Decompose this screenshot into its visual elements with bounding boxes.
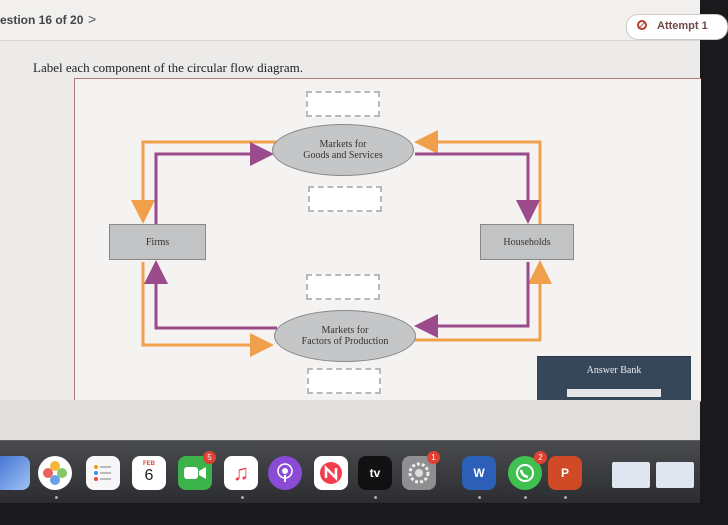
node-line2: Factors of Production bbox=[301, 336, 389, 347]
running-indicator bbox=[374, 496, 377, 499]
question-counter: estion 16 of 20 bbox=[0, 13, 84, 27]
next-question-button[interactable]: > bbox=[88, 11, 97, 27]
bottom-orange-arrow-right bbox=[415, 260, 552, 342]
browser-content: estion 16 of 20 > Attempt 1 Label each c… bbox=[0, 0, 700, 440]
word-icon[interactable]: W bbox=[462, 456, 496, 490]
attempt-icon bbox=[637, 20, 647, 30]
facetime-camera-icon bbox=[184, 467, 206, 479]
question-text: Label each component of the circular flo… bbox=[33, 60, 303, 75]
reminders-icon[interactable] bbox=[86, 456, 120, 490]
bottom-purple-arrow-right bbox=[414, 262, 530, 338]
calendar-icon[interactable]: FEB 6 bbox=[132, 456, 166, 490]
top-purple-arrow-right bbox=[415, 152, 540, 224]
calendar-day: 6 bbox=[144, 467, 154, 484]
whatsapp-badge: 2 bbox=[534, 451, 547, 464]
photos-flower-icon bbox=[43, 461, 67, 485]
attempt-label: Attempt 1 bbox=[657, 20, 708, 32]
tv-text: tv bbox=[369, 466, 381, 480]
bottom-orange-arrow-left bbox=[141, 262, 274, 357]
apple-tv-icon[interactable]: tv bbox=[358, 456, 392, 490]
gear-icon bbox=[408, 462, 430, 484]
apple-tv-label: tv bbox=[370, 466, 381, 480]
calendar-month: FEB bbox=[143, 461, 155, 467]
phone-icon bbox=[516, 464, 534, 482]
running-indicator bbox=[564, 496, 567, 499]
top-orange-arrow-left bbox=[131, 140, 277, 224]
top-orange-arrow-right bbox=[414, 130, 542, 225]
music-note-icon: ♫ bbox=[232, 460, 250, 485]
news-n-icon bbox=[320, 462, 342, 484]
node-line1: Markets for bbox=[321, 325, 369, 336]
reminders-list-icon bbox=[94, 465, 111, 481]
label-dropzone-top[interactable] bbox=[306, 91, 380, 117]
facetime-badge: 5 bbox=[203, 451, 216, 464]
running-indicator bbox=[478, 496, 481, 499]
answer-bank-item[interactable] bbox=[567, 389, 661, 397]
running-indicator bbox=[55, 496, 58, 499]
firms-node: Firms bbox=[109, 224, 206, 260]
question-header: estion 16 of 20 > Attempt 1 bbox=[0, 0, 728, 41]
music-icon[interactable]: ♫ bbox=[224, 456, 258, 490]
settings-badge: 1 bbox=[427, 451, 440, 464]
top-purple-arrow-left bbox=[154, 142, 274, 225]
maps-icon[interactable] bbox=[0, 456, 30, 490]
flow-arrows bbox=[131, 130, 552, 357]
label-dropzone-bottom[interactable] bbox=[307, 368, 381, 394]
attempt-indicator[interactable]: Attempt 1 bbox=[626, 14, 728, 40]
node-line2: Goods and Services bbox=[303, 150, 383, 161]
markets-goods-services-node: Markets for Goods and Services bbox=[272, 124, 414, 176]
powerpoint-icon[interactable]: P bbox=[548, 456, 582, 490]
answer-bank-panel: Answer Bank bbox=[537, 356, 691, 401]
markets-factors-production-node: Markets for Factors of Production bbox=[274, 310, 416, 362]
running-indicator bbox=[241, 496, 244, 499]
page-footer-area bbox=[0, 400, 700, 440]
window-thumbnail-2[interactable] bbox=[656, 462, 694, 488]
answer-bank-title: Answer Bank bbox=[586, 365, 642, 376]
powerpoint-label: P bbox=[560, 466, 569, 480]
window-thumbnail-1[interactable] bbox=[612, 462, 650, 488]
podcasts-signal-icon bbox=[277, 463, 293, 482]
label-dropzone-upper-middle[interactable] bbox=[308, 186, 382, 212]
label-dropzone-lower-middle[interactable] bbox=[306, 274, 380, 300]
podcasts-icon[interactable] bbox=[268, 456, 302, 490]
photos-icon[interactable] bbox=[38, 456, 72, 490]
news-icon[interactable] bbox=[314, 456, 348, 490]
bottom-purple-arrow-left bbox=[144, 260, 277, 330]
households-node: Households bbox=[480, 224, 574, 260]
node-line1: Markets for bbox=[319, 139, 367, 150]
running-indicator bbox=[524, 496, 527, 499]
word-label: W bbox=[473, 466, 485, 480]
